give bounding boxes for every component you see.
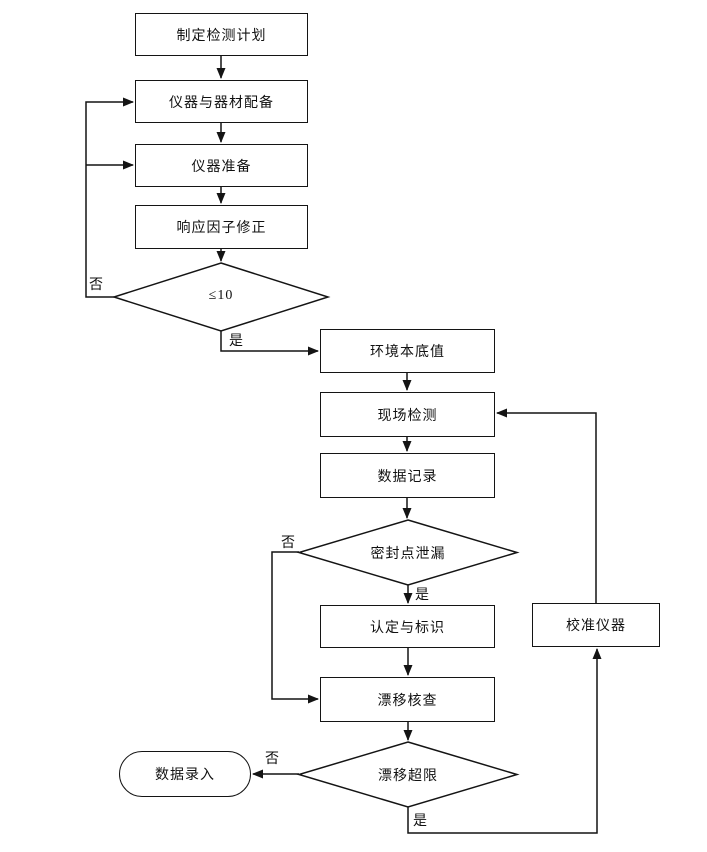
flow-node-identify-mark: 认定与标识 xyxy=(320,605,495,648)
decision-le10-shape xyxy=(111,262,331,332)
edge-label-seal-yes: 是 xyxy=(415,588,429,603)
connector-le10-yes-to-env-background xyxy=(220,331,319,356)
flow-node-equip: 仪器与器材配备 xyxy=(135,80,308,123)
edge-label-seal-no: 否 xyxy=(281,536,295,551)
connector-seal-leak-no-to-drift-check xyxy=(271,551,319,704)
flow-node-drift-check: 漂移核查 xyxy=(320,677,495,722)
flow-node-data-entry: 数据录入 xyxy=(119,751,251,797)
decision-drift-over-shape xyxy=(296,741,520,808)
flow-node-onsite-test: 现场检测 xyxy=(320,392,495,437)
connector-calibrate-to-onsite xyxy=(496,408,597,603)
edge-label-le10-no: 否 xyxy=(89,278,103,293)
connector-drift-over-yes-to-calibrate xyxy=(407,648,602,834)
flow-node-calibrate: 校准仪器 xyxy=(532,603,660,647)
edge-label-le10-yes: 是 xyxy=(229,334,243,349)
flow-node-prepare: 仪器准备 xyxy=(135,144,308,187)
connector-le10-no-to-equip xyxy=(85,97,134,298)
edge-label-drift-no: 否 xyxy=(265,752,279,767)
flow-node-response-factor: 响应因子修正 xyxy=(135,205,308,249)
decision-le10-label: ≤10 xyxy=(208,288,234,303)
edge-label-drift-yes: 是 xyxy=(413,814,427,829)
flow-node-data-record: 数据记录 xyxy=(320,453,495,498)
decision-drift-over-label: 漂移超限 xyxy=(378,769,438,784)
decision-seal-leak-label: 密封点泄漏 xyxy=(370,547,446,562)
flow-node-env-background: 环境本底值 xyxy=(320,329,495,373)
decision-seal-leak-shape xyxy=(296,519,520,586)
flow-node-plan: 制定检测计划 xyxy=(135,13,308,56)
